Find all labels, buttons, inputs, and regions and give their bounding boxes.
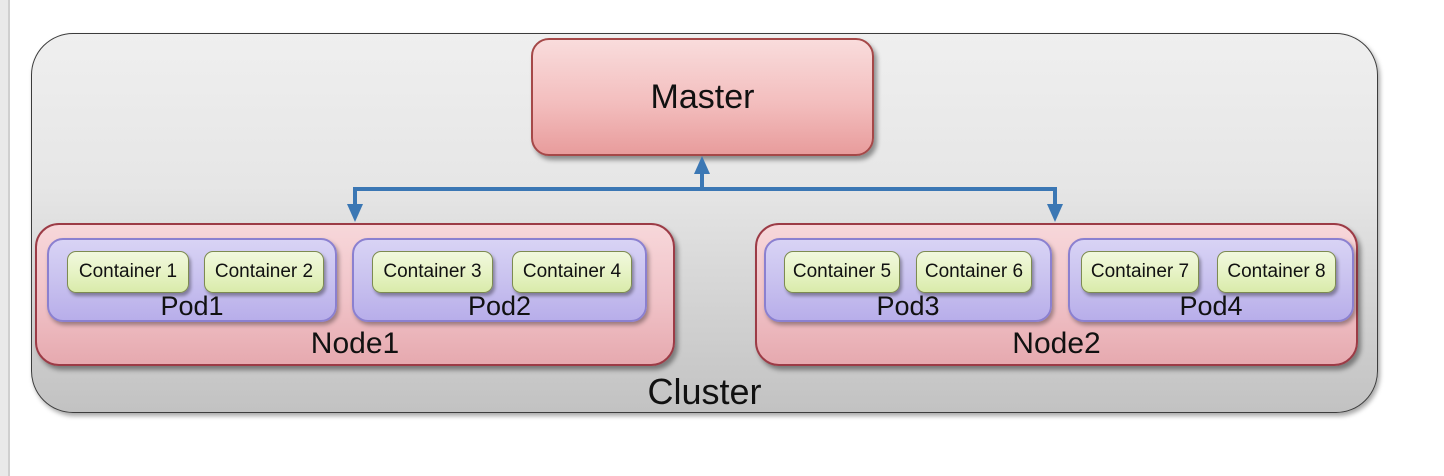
node2-label: Node2 [1012, 327, 1101, 360]
master-box: Master [531, 38, 874, 156]
container4-label: Container 4 [522, 261, 622, 282]
container2-label: Container 2 [214, 261, 314, 282]
container5-box: Container 5 [784, 251, 900, 293]
container6-box: Container 6 [916, 251, 1032, 293]
container4-box: Container 4 [512, 251, 632, 293]
pod1-label: Pod1 [160, 291, 224, 321]
container5-label: Container 5 [792, 261, 892, 282]
pod2-box: Container 3 Container 4 Pod2 [352, 238, 647, 322]
container7-label: Container 7 [1090, 261, 1190, 282]
node2-box: Container 5 Container 6 Pod3 Container 7… [755, 223, 1358, 366]
node1-box: Container 1 Container 2 Pod1 Container 3… [35, 223, 675, 366]
page-left-gutter [0, 0, 10, 476]
master-label: Master [650, 77, 755, 116]
container8-box: Container 8 [1217, 251, 1336, 293]
container7-box: Container 7 [1081, 251, 1199, 293]
container1-label: Container 1 [78, 261, 178, 282]
container6-label: Container 6 [924, 261, 1024, 282]
pod4-label: Pod4 [1179, 291, 1243, 321]
pod4-box: Container 7 Container 8 Pod4 [1068, 238, 1354, 322]
container2-box: Container 2 [204, 251, 324, 293]
pod3-box: Container 5 Container 6 Pod3 [764, 238, 1052, 322]
container3-box: Container 3 [372, 251, 493, 293]
pod1-box: Container 1 Container 2 Pod1 [47, 238, 337, 322]
container1-box: Container 1 [67, 251, 189, 293]
node1-label: Node1 [310, 327, 400, 360]
pod3-label: Pod3 [876, 291, 940, 321]
cluster-label: Cluster [647, 371, 762, 412]
pod2-label: Pod2 [467, 291, 532, 321]
container8-label: Container 8 [1227, 261, 1326, 282]
container3-label: Container 3 [383, 261, 482, 282]
